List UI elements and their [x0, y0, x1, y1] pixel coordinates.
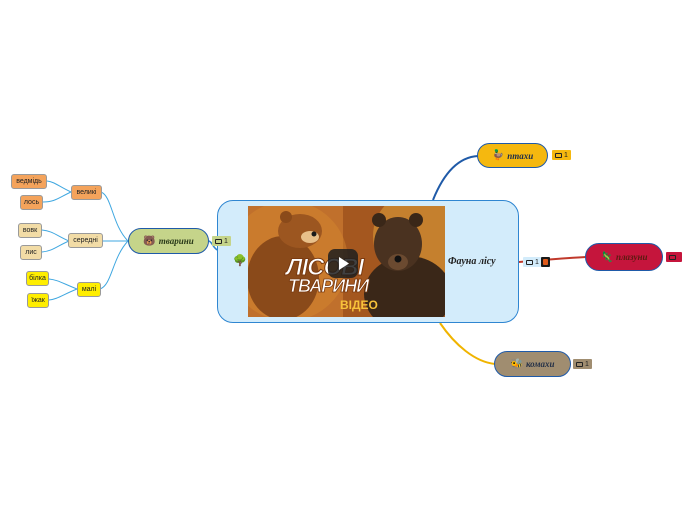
connector-small [99, 240, 129, 290]
link-icon[interactable] [541, 257, 550, 267]
bear-icon: 🐻 [143, 235, 156, 247]
comment-icon [215, 238, 222, 244]
animals-comment-badge[interactable]: 1 [212, 236, 231, 246]
group-medium[interactable]: середні [68, 233, 103, 248]
leaf-fox[interactable]: лис [20, 245, 42, 260]
comment-icon [526, 259, 533, 265]
insects-comment-count: 1 [585, 360, 589, 368]
video-thumbnail-art [248, 206, 445, 317]
connector-hedgehog [48, 288, 78, 301]
duck-icon: 🦆 [491, 150, 505, 161]
topic-birds-label: птахи [507, 150, 534, 161]
video-title-line3: ВІДЕО [340, 298, 378, 312]
lizard-icon: 🦎 [600, 251, 613, 263]
comment-icon [555, 152, 562, 158]
play-icon [339, 257, 349, 270]
cartoon-bear-body [248, 236, 319, 317]
connector-insects [439, 322, 496, 365]
topic-reptiles[interactable]: 🦎 плазуни [585, 243, 663, 271]
real-bear-head [374, 217, 422, 271]
topic-animals[interactable]: 🐻 тварини [128, 228, 209, 254]
connector-birds [432, 155, 479, 201]
connector-fox [41, 240, 70, 253]
leaf-bear[interactable]: ведмідь [11, 174, 47, 189]
bee-icon: 🐝 [510, 358, 523, 370]
central-comment-count: 1 [535, 258, 539, 266]
topic-reptiles-label: плазуни [615, 252, 648, 262]
insects-comment-badge[interactable]: 1 [573, 359, 592, 369]
birds-comment-badge[interactable]: 1 [552, 150, 571, 160]
connector-bear [46, 180, 72, 193]
leaf-moose[interactable]: лось [20, 195, 43, 210]
video-thumbnail[interactable]: ЛІСОВІ ТВАРИНИ ВІДЕО [248, 206, 445, 317]
group-large[interactable]: великі [71, 185, 102, 200]
real-bear-body [364, 256, 445, 317]
connector-wolf [41, 229, 70, 242]
group-small[interactable]: малі [77, 282, 101, 297]
birds-comment-count: 1 [564, 151, 568, 159]
leaf-squirrel[interactable]: білка [26, 271, 49, 286]
play-button[interactable] [328, 249, 358, 278]
leaf-hedgehog[interactable]: їжак [27, 293, 49, 308]
comment-icon [576, 361, 583, 367]
comment-icon [669, 254, 676, 260]
leaf-wolf[interactable]: вовк [18, 223, 42, 238]
reptiles-comment-badge[interactable] [666, 252, 682, 262]
animals-comment-count: 1 [224, 237, 228, 245]
central-comment-badge[interactable]: 1 [523, 257, 542, 267]
connector-squirrel [48, 278, 78, 290]
connector-large [100, 191, 129, 242]
central-title: Фауна лісу [448, 256, 496, 267]
video-title-line2: ТВАРИНИ [288, 276, 370, 297]
topic-birds[interactable]: 🦆 птахи [477, 143, 548, 168]
topic-insects-label: комахи [525, 359, 555, 369]
connector-moose [42, 191, 72, 203]
tree-icon: 🌳 [233, 255, 247, 267]
topic-insects[interactable]: 🐝 комахи [494, 351, 571, 377]
topic-animals-label: тварини [158, 236, 194, 246]
